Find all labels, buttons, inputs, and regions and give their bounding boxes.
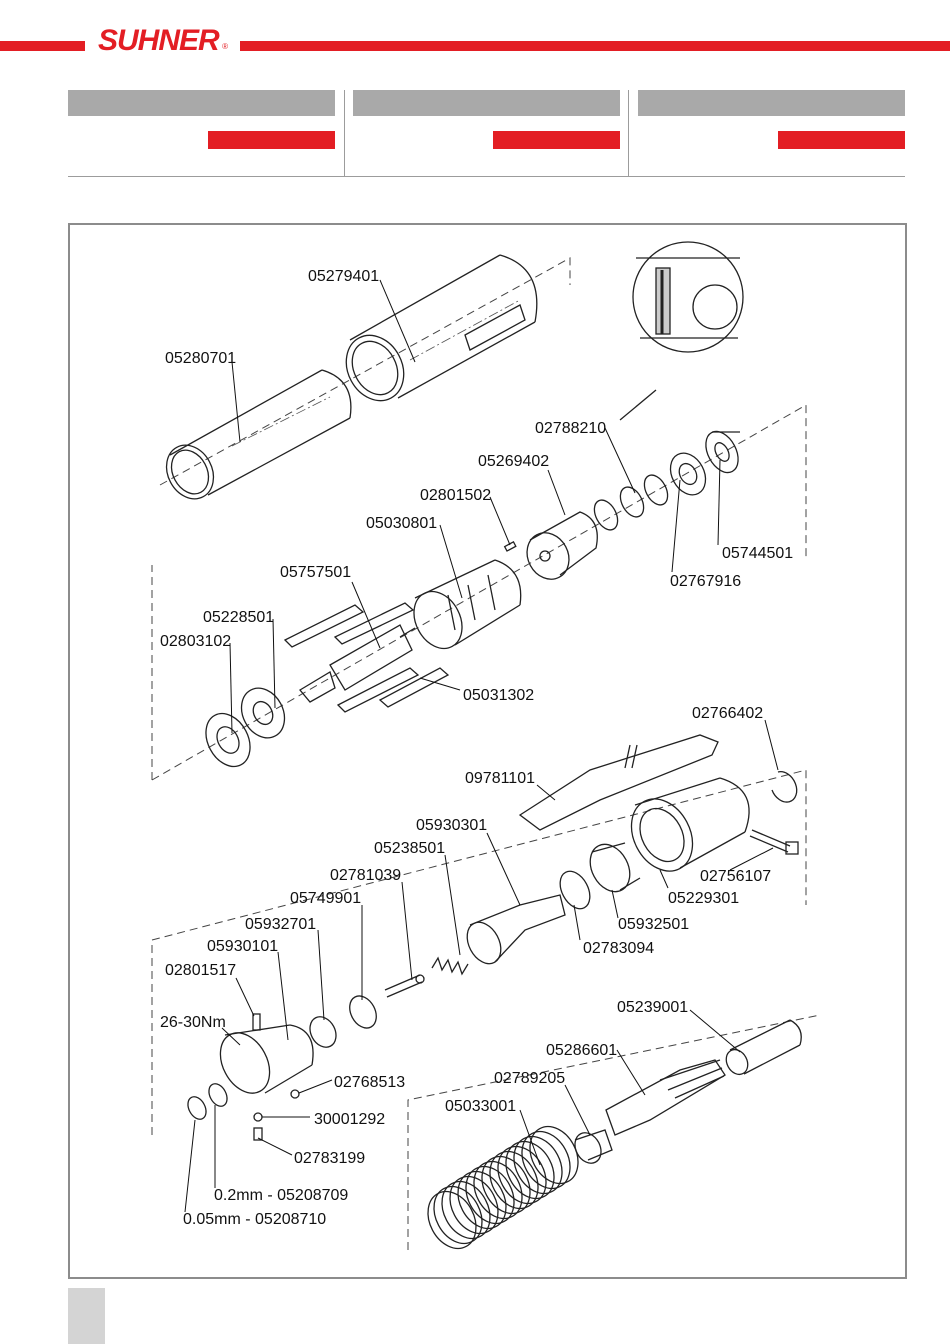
leader-lines <box>184 279 779 1213</box>
diagram-frame <box>68 223 907 1279</box>
tube-05280701 <box>165 369 352 500</box>
part-label: 05744501 <box>722 545 793 562</box>
group-outline-valve <box>151 769 807 1135</box>
circlip-02766402 <box>771 770 798 803</box>
pin-02801502 <box>503 541 517 552</box>
part-label: 05280701 <box>165 350 236 367</box>
part-label: 05286601 <box>546 1042 617 1059</box>
column-divider-2 <box>628 90 629 176</box>
part-label: 0.05mm - 05208710 <box>183 1211 326 1228</box>
part-label: 02766402 <box>692 705 763 722</box>
group-outline-tubes <box>159 257 571 486</box>
part-label: 0.2mm - 05208709 <box>214 1187 348 1204</box>
pin-02781039 <box>384 974 425 998</box>
brand-logo: SUHNER ® <box>98 26 228 56</box>
column-3-red-tag <box>778 131 905 149</box>
o-ring-02783094 <box>559 870 591 910</box>
part-label: 02781039 <box>330 867 401 884</box>
column-3-gray-bar <box>638 90 905 116</box>
ball-02768513 <box>290 1089 300 1099</box>
endplate-05269402 <box>526 511 598 580</box>
valve-body-05930101 <box>219 1024 314 1094</box>
column-1-gray-bar <box>68 90 335 116</box>
part-label: 02756107 <box>700 868 771 885</box>
column-divider-1 <box>344 90 345 176</box>
group-outline-motor <box>151 404 807 781</box>
part-label: 05033001 <box>445 1098 516 1115</box>
shim-05208710 <box>187 1096 207 1120</box>
brand-name: SUHNER <box>98 24 220 57</box>
header-column-2 <box>353 90 620 176</box>
part-label: 05749901 <box>290 890 361 907</box>
housing-05229301 <box>630 777 750 872</box>
part-label: 05757501 <box>280 564 351 581</box>
header-bottom-line <box>68 176 905 177</box>
group-outline-hose <box>407 1014 821 1250</box>
part-label: 05238501 <box>374 840 445 857</box>
end-cap-05744501 <box>705 430 740 474</box>
part-label: 02783199 <box>294 1150 365 1167</box>
column-2-gray-bar <box>353 90 620 116</box>
lever-09781101 <box>518 734 719 831</box>
sleeve-05279401 <box>345 254 538 402</box>
cylinder-05030801 <box>413 559 522 650</box>
registered-mark: ® <box>222 42 228 51</box>
part-label: 05930301 <box>416 817 487 834</box>
part-label: 02788210 <box>535 420 606 437</box>
clip-02789205 <box>574 1129 613 1164</box>
part-label: 02801502 <box>420 487 491 504</box>
part-label: 05930101 <box>207 938 278 955</box>
bearing-02803102 <box>205 712 251 768</box>
spring-05749901 <box>431 956 469 976</box>
part-label: 05030801 <box>366 515 437 532</box>
part-labels: 05279401 05280701 02788210 05269402 0280… <box>160 268 793 1228</box>
pin-02801517 <box>252 1013 261 1031</box>
part-label: 09781101 <box>465 770 535 787</box>
header-column-1 <box>68 90 335 176</box>
header-red-bar-right <box>240 41 950 51</box>
part-label: 02783094 <box>583 940 654 957</box>
bearing-02767916 <box>669 452 707 496</box>
column-2-red-tag <box>493 131 620 149</box>
washer-05932701 <box>309 1016 337 1048</box>
shim-05208709 <box>208 1083 228 1107</box>
screw-02756107 <box>749 829 799 855</box>
valve-05238501 <box>466 894 566 965</box>
bearing-05228501 <box>240 687 286 739</box>
part-30001292 <box>253 1112 263 1122</box>
header-red-bar-left <box>0 41 85 51</box>
part-label: 02768513 <box>334 1074 405 1091</box>
column-1-red-tag <box>208 131 335 149</box>
part-label: 05228501 <box>203 609 274 626</box>
part-label: 02789205 <box>494 1070 565 1087</box>
part-label: 05229301 <box>668 890 739 907</box>
hose-05033001 <box>427 1125 579 1250</box>
part-label: 05239001 <box>617 999 688 1016</box>
header-column-3 <box>638 90 905 176</box>
rotor-05757501 <box>299 624 416 703</box>
part-label: 05932701 <box>245 916 316 933</box>
filter-05286601 <box>605 1059 726 1136</box>
page-number-box <box>68 1288 105 1344</box>
ring-05932501 <box>589 842 641 893</box>
detail-circle <box>619 241 744 421</box>
part-label: 05031302 <box>463 687 534 704</box>
gear <box>349 995 377 1029</box>
part-label: 05932501 <box>618 916 689 933</box>
part-label: 02767916 <box>670 573 741 590</box>
plug-02783199 <box>253 1127 263 1141</box>
part-label: 05269402 <box>478 453 549 470</box>
washers-02788210 <box>593 474 669 531</box>
part-label: 02801517 <box>165 962 236 979</box>
part-label: 30001292 <box>314 1111 385 1128</box>
sleeve-05239001 <box>725 1019 802 1076</box>
part-label: 26-30Nm <box>160 1014 226 1031</box>
part-label: 05279401 <box>308 268 379 285</box>
vanes-05031302 <box>283 602 450 713</box>
part-label: 02803102 <box>160 633 231 650</box>
